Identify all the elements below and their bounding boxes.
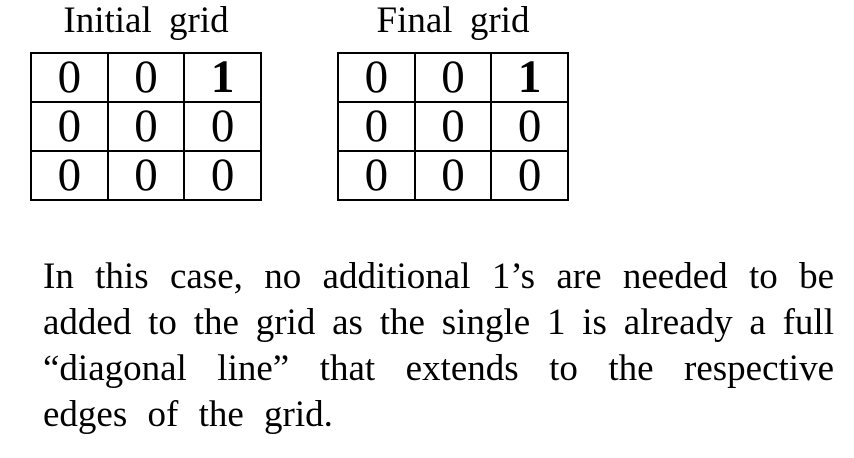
initial-cell-r2-c1: 0 — [106, 150, 186, 201]
initial-cell-r1-c2: 0 — [183, 101, 262, 152]
final-cell-r2-c1: 0 — [413, 150, 493, 201]
final-grid-row-0: 0 0 1 — [337, 52, 569, 103]
caption-line-3: “diagonal line” that extends to the resp… — [43, 348, 834, 389]
caption-line-1: In this case, no additional 1’s are need… — [43, 256, 834, 297]
initial-cell-r2-c2: 0 — [183, 150, 262, 201]
final-cell-r0-c0: 0 — [337, 52, 416, 103]
final-grid-table: 0 0 1 0 0 0 0 0 0 — [337, 52, 569, 201]
initial-grid-title: Initial grid — [63, 0, 229, 41]
final-cell-r1-c0: 0 — [337, 101, 416, 152]
final-cell-r0-c2: 1 — [490, 52, 569, 103]
initial-cell-r0-c0: 0 — [30, 52, 109, 103]
final-cell-r2-c2: 0 — [490, 150, 569, 201]
caption-line-4: edges of the grid. — [43, 394, 333, 435]
initial-cell-r0-c1: 0 — [106, 52, 186, 103]
caption-line-2: added to the grid as the single 1 is alr… — [43, 302, 834, 343]
final-cell-r1-c1: 0 — [413, 101, 493, 152]
final-grid-title: Final grid — [376, 0, 530, 41]
initial-cell-r1-c1: 0 — [106, 101, 186, 152]
initial-grid-table: 0 0 1 0 0 0 0 0 0 — [30, 52, 262, 201]
initial-grid-row-1: 0 0 0 — [30, 101, 262, 152]
final-grid-row-2: 0 0 0 — [337, 150, 569, 201]
initial-grid-row-2: 0 0 0 — [30, 150, 262, 201]
initial-cell-r2-c0: 0 — [30, 150, 109, 201]
initial-cell-r1-c0: 0 — [30, 101, 109, 152]
caption-paragraph: In this case, no additional 1’s are need… — [43, 254, 834, 438]
initial-grid-figure: Initial grid 0 0 1 0 0 0 0 0 0 — [30, 0, 262, 201]
final-cell-r0-c1: 0 — [413, 52, 493, 103]
initial-grid-row-0: 0 0 1 — [30, 52, 262, 103]
final-cell-r2-c0: 0 — [337, 150, 416, 201]
final-grid-figure: Final grid 0 0 1 0 0 0 0 0 0 — [337, 0, 569, 201]
final-cell-r1-c2: 0 — [490, 101, 569, 152]
initial-cell-r0-c2: 1 — [183, 52, 262, 103]
final-grid-row-1: 0 0 0 — [337, 101, 569, 152]
